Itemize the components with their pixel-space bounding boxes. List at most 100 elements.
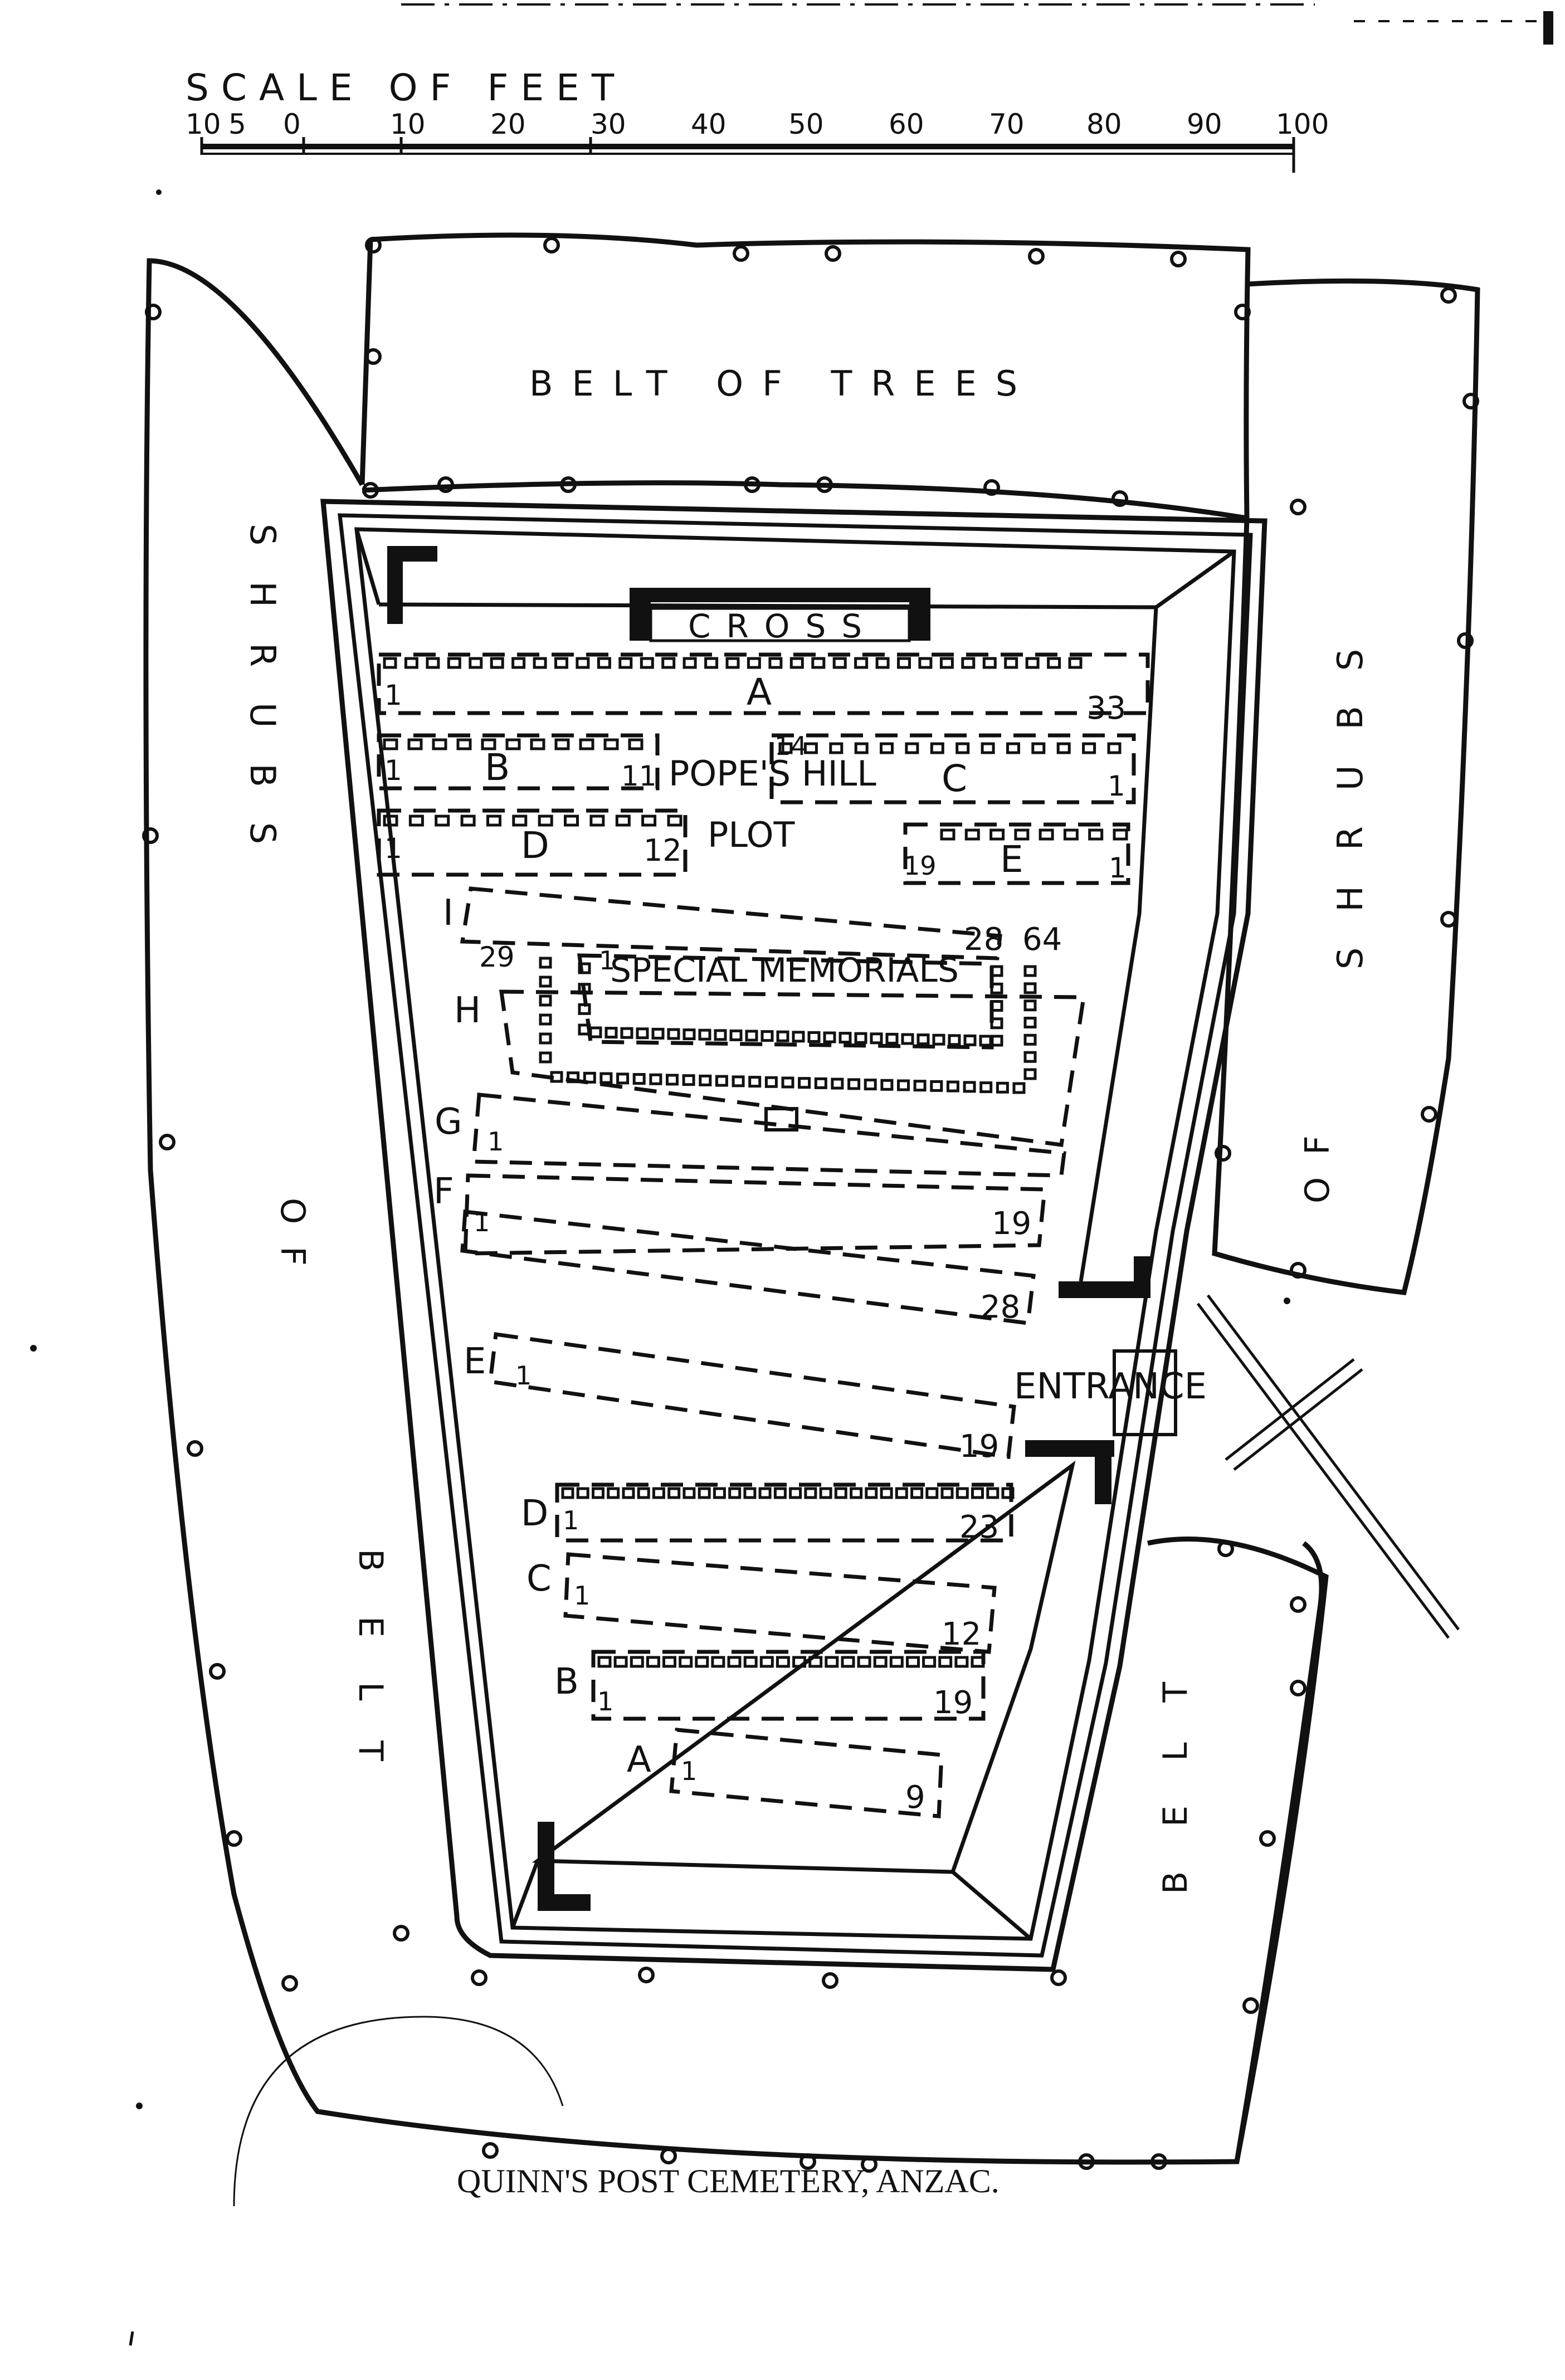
grave-marker xyxy=(990,965,1003,977)
grave-marker xyxy=(905,742,919,754)
scale-tick-label: 90 xyxy=(1187,108,1222,140)
grave-marker xyxy=(838,1032,852,1044)
grave-marker xyxy=(768,657,783,669)
cross-label: CROSS xyxy=(688,607,877,645)
grave-marker xyxy=(989,828,1005,841)
grave-marker xyxy=(456,738,472,750)
grave-marker xyxy=(1082,742,1096,754)
grave-marker xyxy=(599,1072,613,1084)
grave-marker xyxy=(819,1487,832,1499)
grave-marker xyxy=(832,657,847,669)
grave-marker xyxy=(666,1074,679,1086)
grave-marker xyxy=(603,738,619,750)
hedge-bump xyxy=(799,2153,816,2170)
grave-marker xyxy=(979,1035,992,1047)
grave-marker xyxy=(798,1077,811,1089)
hedge-bump xyxy=(281,1975,298,1992)
hedge-bump xyxy=(660,2148,677,2164)
pope-row-c-last: 1 xyxy=(1108,770,1125,802)
scale-tick-label: 80 xyxy=(1086,108,1122,140)
grave-marker xyxy=(554,738,570,750)
grave-marker xyxy=(579,738,594,750)
grave-marker xyxy=(597,1656,612,1668)
grave-marker xyxy=(1023,982,1037,994)
grave-marker xyxy=(407,738,423,750)
grave-marker xyxy=(539,957,552,969)
grave-marker xyxy=(589,815,605,827)
grave-marker xyxy=(1004,657,1018,669)
grave-marker xyxy=(990,1000,1003,1012)
grave-marker xyxy=(481,738,496,750)
grave-marker xyxy=(538,815,553,827)
grave-marker xyxy=(996,1081,1009,1094)
grave-marker xyxy=(1039,828,1054,841)
hedge-bump xyxy=(744,476,760,493)
hedge-bump xyxy=(1111,490,1128,507)
grave-marker xyxy=(704,657,719,669)
scale-tick-label: 10 xyxy=(186,108,221,140)
hedge-bump xyxy=(362,482,379,499)
grave-marker xyxy=(667,1028,680,1040)
left-shrubs-label: SHRUBS xyxy=(242,524,283,880)
grave-marker xyxy=(854,742,869,754)
grave-marker xyxy=(715,1075,728,1087)
grave-marker xyxy=(727,1656,742,1668)
row-e-outline xyxy=(488,1332,1016,1459)
grave-marker xyxy=(682,657,697,669)
plot-row-e xyxy=(903,822,1130,885)
grave-marker xyxy=(748,1076,762,1088)
entrance-label: ENTRANCE xyxy=(1014,1366,1207,1407)
corner-mark xyxy=(1543,11,1553,45)
scale-tick-label: 0 xyxy=(283,108,301,140)
grave-marker xyxy=(825,1656,839,1668)
grave-marker xyxy=(1068,657,1083,669)
pope-row-e-last: 1 xyxy=(1109,852,1127,884)
grave-marker xyxy=(729,1029,743,1041)
grave-marker xyxy=(1001,1487,1015,1499)
hedge-bump xyxy=(1150,2153,1167,2170)
grave-marker xyxy=(539,1032,552,1045)
grave-marker xyxy=(940,1487,954,1499)
hedge-bump xyxy=(822,1972,838,1989)
grave-marker xyxy=(964,828,980,841)
grave-marker xyxy=(564,815,579,827)
grave-marker xyxy=(885,1032,899,1045)
grave-marker xyxy=(946,1080,959,1093)
left-of-label: OF xyxy=(273,1198,312,1288)
pope-row-d-letter: D xyxy=(521,824,549,867)
grave-marker xyxy=(778,742,793,754)
main-row-b-letter: B xyxy=(554,1661,579,1703)
grave-marker xyxy=(910,1487,924,1499)
hedge-bump xyxy=(638,1967,655,1983)
main-rows: G 1 F 1 19 28 E 1 19 D 1 23 C 1 12 B 1 1… xyxy=(433,1093,1066,1818)
grave-marker xyxy=(713,1487,726,1499)
grave-marker xyxy=(1023,1033,1037,1046)
grave-marker xyxy=(711,1656,725,1668)
hedge-bump xyxy=(1290,499,1306,515)
grave-marker xyxy=(576,657,590,669)
grave-marker xyxy=(652,1487,665,1499)
hedge-bump xyxy=(733,245,749,262)
grave-marker xyxy=(889,1656,904,1668)
main-row-f-letter: F xyxy=(433,1171,454,1212)
grave-marker xyxy=(679,1656,693,1668)
grave-marker xyxy=(865,1487,878,1499)
hedge-bump xyxy=(1078,2153,1095,2170)
hedge-bump xyxy=(1050,1969,1067,1986)
row-d-outline xyxy=(555,1482,1013,1543)
grave-marker xyxy=(1023,1051,1037,1063)
special-num-29: 29 xyxy=(479,941,515,973)
hedge-bump xyxy=(226,1830,242,1847)
grave-marker xyxy=(747,657,761,669)
grave-marker xyxy=(460,815,476,827)
grave-marker xyxy=(808,1656,823,1668)
special-num-64: 64 xyxy=(1022,921,1062,958)
grave-marker xyxy=(1107,742,1122,754)
grave-marker xyxy=(831,1077,844,1090)
grave-marker xyxy=(971,1487,984,1499)
grave-marker xyxy=(776,1656,790,1668)
grave-marker xyxy=(620,1027,633,1039)
hedge-bump xyxy=(471,1969,487,1986)
scale-tick-label: 20 xyxy=(490,108,526,140)
grave-marker xyxy=(961,657,976,669)
